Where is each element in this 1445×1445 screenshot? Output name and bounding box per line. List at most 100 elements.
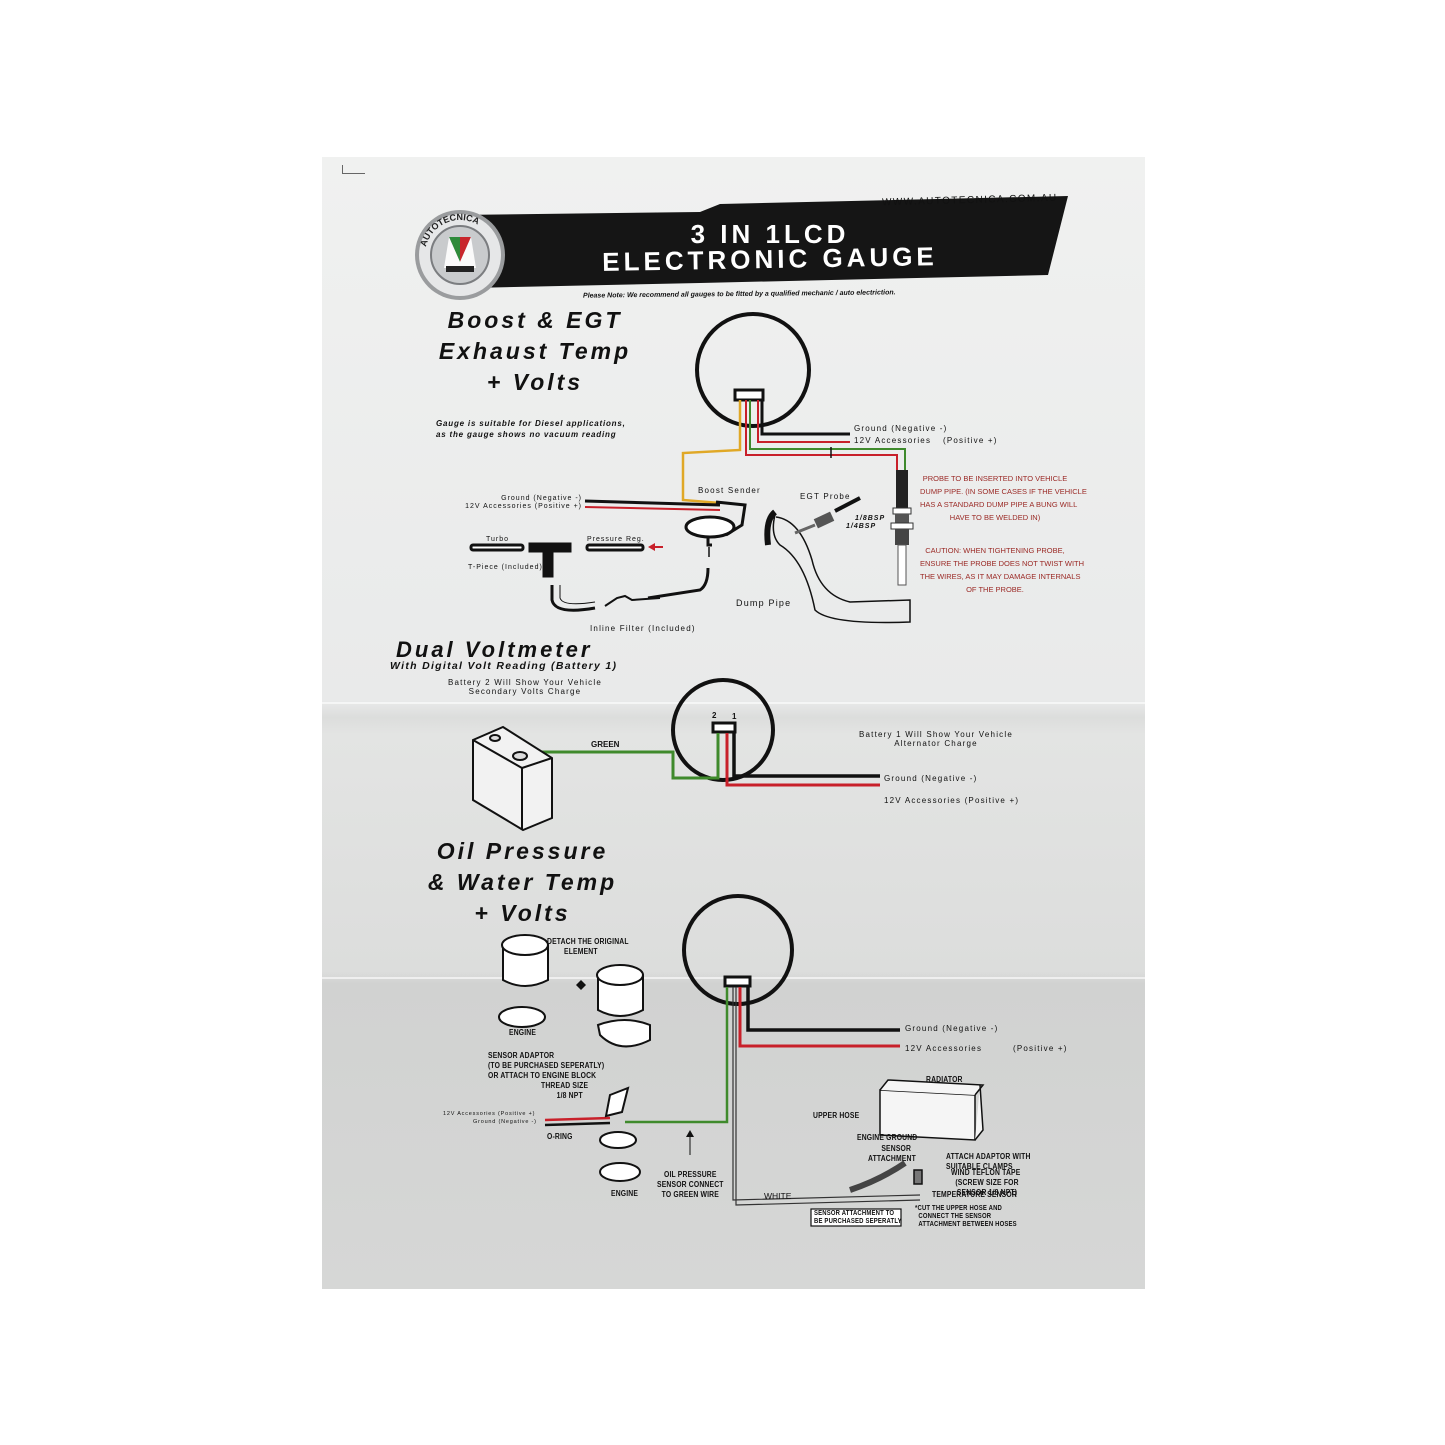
voltmeter-gauge-icon [671,678,775,782]
section3-title: Oil Pressure & Water Temp + Volts [395,836,650,929]
gauge3-accessories-label: 12V Accessories [905,1044,983,1053]
egt-probe-icon [794,496,861,535]
cut-hose-line: ATTACHMENT BETWEEN HOSES [918,1221,1017,1228]
page-title-line1: 3 IN 1LCD [690,219,850,249]
white-wire-label: WHITE [764,1191,792,1201]
sensor-attachment-line: ATTACHMENT [868,1154,916,1163]
section3-title-line: & Water Temp [427,869,618,895]
probe-note-line: HAS A STANDARD DUMP PIPE A BUNG WILL [920,500,1078,509]
engine-top-label: ENGINE [509,1028,537,1037]
voltmeter-ground-label: Ground (Negative -) [884,774,978,783]
voltmeter-accessories-label: 12V Accessories (Positive +) [884,796,1020,805]
battery2-note: Battery 2 Will Show Your Vehicle Seconda… [420,678,630,696]
o-ring-label: O-RING [547,1132,573,1141]
battery-icon [472,725,553,832]
battery1-note-line: Alternator Charge [894,739,978,748]
battery1-note-line: Battery 1 Will Show Your Vehicle [858,730,1014,739]
sensor-accessories-label: 12V Accessories (Positive +) [443,1111,536,1117]
oil-water-gauge-icon [682,894,794,1006]
sensor-adaptor-line: SENSOR ADAPTOR [488,1051,555,1060]
oil-note-line: SENSOR CONNECT [657,1180,724,1189]
egt-probe-label: EGT Probe [800,492,851,501]
turbo-label: Turbo [486,536,510,543]
green-wire-label: GREEN [591,740,620,749]
sensor-adaptor-line: (TO BE PURCHASED SEPERATLY) [488,1061,605,1070]
sensor-attachment-label: SENSOR ATTACHMENT [868,1144,916,1164]
temperature-sensor-label: TEMPERATURE SENSOR [932,1190,1017,1199]
section1-title-line: Boost & EGT [447,307,623,333]
attach-adaptor-note: ATTACH ADAPTOR WITH SUITABLE CLAMPS [946,1152,1031,1172]
section1-title-line: Exhaust Temp [438,338,632,364]
diesel-note-line: Gauge is suitable for Diesel application… [436,419,626,428]
purchase-sensor-note: SENSOR ATTACHMENT TO BE PURCHASED SEPERA… [814,1210,902,1226]
section3-title-line: + Volts [474,900,571,926]
gauge-connector-icon [723,975,752,988]
oil-pressure-note: OIL PRESSURE SENSOR CONNECT TO GREEN WIR… [657,1170,724,1200]
engine-bottom-label: ENGINE [611,1189,639,1198]
pin-2-label: 2 [712,711,717,720]
diesel-note-line: as the gauge shows no vacuum reading [436,430,617,439]
attach-adaptor-line: SUITABLE CLAMPS [946,1162,1013,1171]
boost-sender-label: Boost Sender [698,486,761,495]
teflon-line: (SCREW SIZE FOR [955,1178,1019,1187]
cut-hose-line: *CUT THE UPPER HOSE AND [915,1205,1003,1212]
upper-hose-label: UPPER HOSE [813,1111,860,1120]
bsp-14-label: 1/4BSP [846,523,877,530]
teflon-tape-note: WIND TEFLON TAPE (SCREW SIZE FOR SENSOR … [951,1168,1020,1198]
purchase-note-box [810,1208,902,1227]
teflon-line: SENSOR 1/8 NPT) [956,1188,1018,1197]
sensor-attachment-line: SENSOR [881,1144,912,1153]
boost-egt-gauge-icon [695,312,811,428]
detach-line: DETACH THE ORIGINAL [547,937,629,946]
section3-title-line: Oil Pressure [436,838,609,864]
gauge-connector-icon [733,388,765,402]
pin-1-label: 1 [732,712,737,721]
probe-note-line: PROBE TO BE INSERTED INTO VEHICLE [922,474,1068,483]
section2-title: Dual Voltmeter [396,637,593,662]
oil-note-line: OIL PRESSURE [664,1170,717,1179]
battery2-note-line: Battery 2 Will Show Your Vehicle [447,678,603,687]
detach-line: ELEMENT [564,947,598,956]
section1-title-line: + Volts [486,369,584,395]
thread-size-note: THREAD SIZE 1/8 NPT [541,1081,588,1101]
purchase-line: SENSOR ATTACHMENT TO [814,1210,895,1217]
probe-note-line: HAVE TO BE WELDED IN) [949,513,1041,522]
oil-note-line: TO GREEN WIRE [661,1190,719,1199]
attach-adaptor-line: ATTACH ADAPTOR WITH [946,1152,1031,1161]
pressure-reg-label: Pressure Reg. [587,536,645,543]
dump-pipe-label: Dump Pipe [736,598,792,608]
dump-pipe-icon [764,509,911,624]
bsp-18-label: 1/8BSP [855,515,886,522]
teflon-line: WIND TEFLON TAPE [951,1168,1021,1177]
probe-note-line: DUMP PIPE. (IN SOME CASES IF THE VEHICLE [920,487,1087,496]
sender-ground-label: Ground (Negative -) [501,495,582,502]
battery1-note: Battery 1 Will Show Your Vehicle Alterna… [826,730,1046,748]
purchase-line: BE PURCHASED SEPERATLY [814,1218,902,1225]
t-piece-label: T-Piece (Included) [468,564,543,571]
inline-filter-label: Inline Filter (Included) [590,624,696,633]
cut-hose-note: *CUT THE UPPER HOSE AND CONNECT THE SENS… [915,1205,1017,1229]
crop-mark [342,165,365,174]
diesel-note: Gauge is suitable for Diesel application… [436,418,626,440]
sensor-adaptor-note: SENSOR ADAPTOR (TO BE PURCHASED SEPERATL… [488,1051,604,1081]
battery2-note-line: Secondary Volts Charge [468,687,582,696]
thread-line: 1/8 NPT [556,1091,583,1100]
boost-sender-icon [684,500,747,557]
caution-line: THE WIRES, AS IT MAY DAMAGE INTERNALS [920,572,1081,581]
sensor-ground-label: Ground (Negative -) [473,1119,537,1125]
probe-caution-note: CAUTION: WHEN TIGHTENING PROBE, ENSURE T… [920,544,1085,596]
gauge-connector-icon [711,721,737,734]
detach-element-note: DETACH THE ORIGINAL ELEMENT [547,937,629,957]
probe-insertion-note: PROBE TO BE INSERTED INTO VEHICLE DUMP P… [920,472,1087,524]
caution-line: ENSURE THE PROBE DOES NOT TWIST WITH [920,559,1085,568]
oil-filter-icon [498,934,651,1182]
radiator-label: RADIATOR [926,1075,963,1084]
paper-fold-line [322,702,1145,704]
radiator-icon [849,1079,985,1193]
section1-title: Boost & EGT Exhaust Temp + Volts [410,305,660,398]
caution-line: OF THE PROBE. [966,585,1024,594]
section2-subtitle: With Digital Volt Reading (Battery 1) [390,660,618,672]
gauge1-ground-label: Ground (Negative -) [854,424,948,433]
sender-accessories-label: 12V Accessories (Positive +) [465,503,582,510]
thread-line: THREAD SIZE [541,1081,589,1090]
